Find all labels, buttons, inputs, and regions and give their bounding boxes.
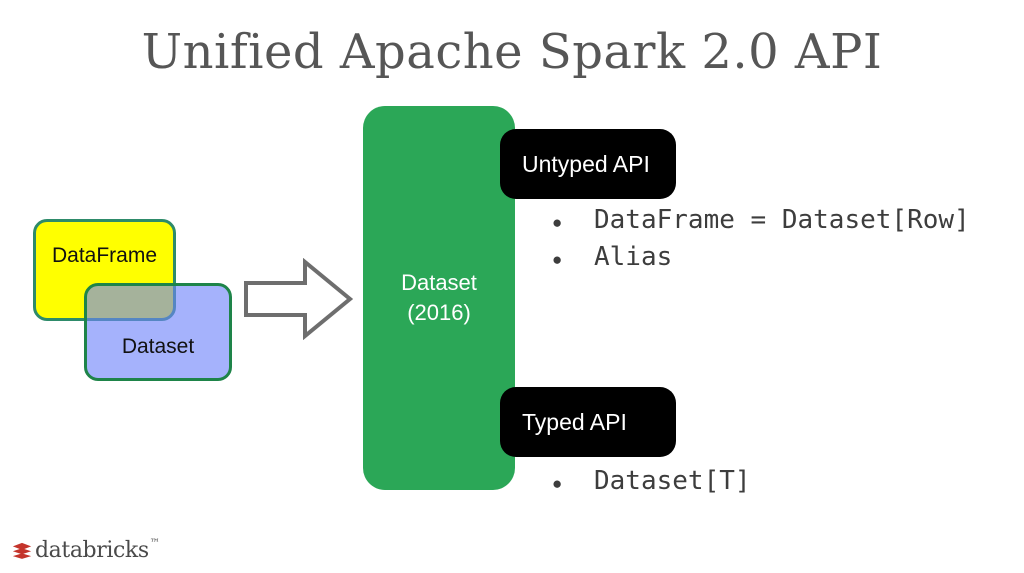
dataset-box-label: Dataset xyxy=(121,335,195,358)
list-item: ● Dataset[T] xyxy=(552,464,751,501)
bullet-point-icon: ● xyxy=(552,213,563,232)
dataframe-box-label: DataFrame xyxy=(51,244,158,267)
untyped-api-label: Untyped API xyxy=(522,150,650,177)
typed-api-badge: Typed API xyxy=(500,387,676,457)
databricks-stacked-bricks-icon xyxy=(12,542,32,559)
dataset-pillar-year: (2016) xyxy=(407,300,471,325)
databricks-logo: databricks ™ xyxy=(11,538,160,563)
list-item: ● DataFrame = Dataset[Row] xyxy=(552,203,970,240)
list-item-text: Dataset[T] xyxy=(594,466,751,496)
list-item-text: Alias xyxy=(594,242,673,272)
dataset-pillar: Dataset (2016) xyxy=(363,106,515,490)
dataset-pillar-title: Dataset xyxy=(401,270,477,295)
databricks-wordmark: databricks xyxy=(35,538,149,563)
list-item-text: DataFrame = Dataset[Row] xyxy=(594,205,970,235)
list-item: ● Alias xyxy=(552,240,970,277)
dataset-box: Dataset xyxy=(84,283,232,381)
bullet-point-icon: ● xyxy=(552,474,563,493)
bullet-point-icon: ● xyxy=(552,250,563,269)
typed-api-bullet-list: ● Dataset[T] xyxy=(552,464,751,501)
arrow-right-icon xyxy=(244,258,353,340)
untyped-api-bullet-list: ● DataFrame = Dataset[Row] ● Alias xyxy=(552,203,970,277)
page-title: Unified Apache Spark 2.0 API xyxy=(141,24,883,80)
typed-api-label: Typed API xyxy=(522,408,627,435)
untyped-api-badge: Untyped API xyxy=(500,129,676,199)
trademark-symbol: ™ xyxy=(149,538,160,549)
